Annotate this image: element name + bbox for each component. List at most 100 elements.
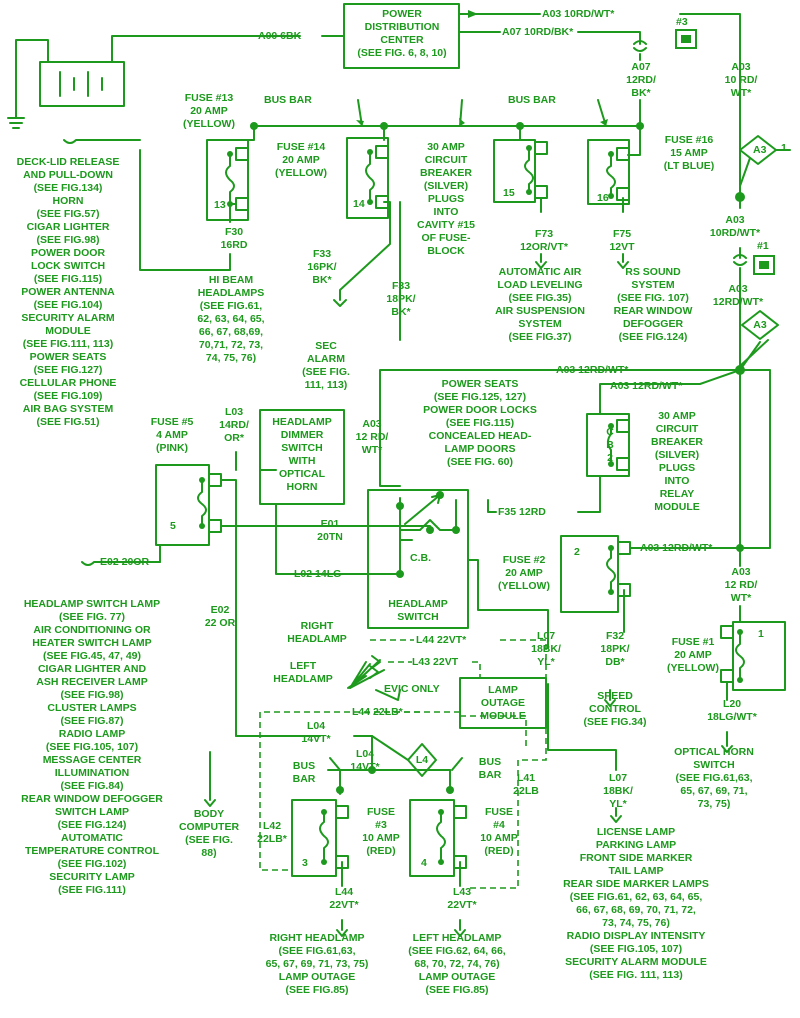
cb2-housing	[586, 413, 630, 477]
license-lamp-list: LICENSE LAMP PARKING LAMP FRONT SIDE MAR…	[563, 826, 709, 981]
a3-diamond-2	[741, 310, 779, 340]
fuse4-label: FUSE #4 10 AMP (RED)	[480, 806, 518, 857]
sec-alarm: SEC ALARM (SEE FIG. 111, 113)	[302, 340, 350, 391]
wire-l20: L20 18LG/WT*	[707, 698, 757, 723]
wire-l44-lb: L44 22LB*	[352, 706, 403, 718]
fuse2-label: FUSE #2 20 AMP (YELLOW)	[498, 554, 550, 592]
rs-sound-system: RS SOUND SYSTEM (SEE FIG. 107) REAR WIND…	[613, 266, 693, 343]
wire-f35: F35 12RD	[498, 506, 546, 518]
optical-horn-switch: OPTICAL HORN SWITCH (SEE FIG.61,63, 65, …	[674, 746, 754, 810]
fuse14-label: FUSE #14 20 AMP (YELLOW)	[275, 141, 327, 179]
bottom-left-circuit-list: HEADLAMP SWITCH LAMP (SEE FIG. 77) AIR C…	[21, 598, 163, 896]
body-computer: BODY COMPUTER (SEE FIG. 88)	[178, 808, 240, 859]
hi-beam-headlamps: HI BEAM HEADLAMPS (SEE FIG.61, 62, 63, 6…	[197, 274, 265, 364]
connector-3-body	[675, 29, 697, 49]
fuse14-number: 14	[353, 198, 365, 210]
fuse16-label: FUSE #16 15 AMP (LT BLUE)	[663, 134, 715, 172]
wire-f32: F32 18PK/ DB*	[600, 630, 630, 668]
bus-bar-label-2: BUS BAR	[508, 94, 556, 106]
bus-bar-label-1: BUS BAR	[264, 94, 312, 106]
wire-l04-a: L04 14VT*	[301, 720, 331, 745]
cb-relay-label: 30 AMP CIRCUIT BREAKER (SILVER) PLUGS IN…	[651, 410, 703, 513]
left-headlamp-bottom: LEFT HEADLAMP (SEE FIG.62, 64, 66, 68, 7…	[408, 932, 506, 996]
fuse4-housing	[409, 799, 455, 877]
fuse4-number: 4	[421, 857, 427, 869]
wire-l03: L03 14RD/ OR*	[219, 406, 249, 444]
fuse3-label: FUSE #3 10 AMP (RED)	[362, 806, 400, 857]
fuse16-number: 16	[597, 192, 609, 204]
fuse15-number: 15	[503, 187, 515, 199]
connector-1: #1	[757, 240, 769, 252]
wire-f73: F73 12OR/VT*	[520, 228, 568, 253]
left-headlamp-top: LEFT HEADLAMP	[273, 660, 333, 685]
a3-diamond-label-2: A3	[753, 319, 767, 331]
wire-a07-top: A07 10RD/BK*	[502, 26, 574, 38]
fuse2-housing	[560, 535, 619, 613]
a3-pin-1: 1	[781, 142, 787, 154]
right-headlamp-bottom: RIGHT HEADLAMP (SEE FIG.61,63, 65, 67, 6…	[265, 932, 369, 996]
wire-f33-a: F33 16PK/ BK*	[307, 248, 337, 286]
fuse3-housing	[291, 799, 337, 877]
wire-f33-b: F33 18PK/ BK*	[386, 280, 416, 318]
bus-bar-label-4: BUS BAR	[478, 756, 502, 781]
connector-1-body	[753, 255, 775, 275]
fuse13-number: 13	[214, 199, 226, 211]
wire-l04-b: L04 14VT*	[350, 748, 380, 773]
wire-a03-cb: A03 12RD/WT*	[610, 380, 683, 392]
wire-f75: F75 12VT	[609, 228, 635, 253]
wire-a07-right: A07 12RD/ BK*	[626, 61, 656, 99]
wire-e02-22: E02 22 OR	[204, 604, 236, 629]
wire-a00: A00 6BK	[258, 30, 302, 42]
fuse5-label: FUSE #5 4 AMP (PINK)	[150, 416, 194, 454]
dimmer-switch-label: HEADLAMP DIMMER SWITCH WITH OPTICAL HORN	[272, 416, 332, 493]
dimmer-box	[259, 409, 345, 505]
fuse3-number: 3	[302, 857, 308, 869]
wire-l43-bot: L43 22VT*	[447, 886, 477, 911]
lamp-outage-box	[459, 677, 547, 729]
wire-l07-b: L07 18BK/ YL*	[603, 772, 633, 810]
wire-l44-top: L44 22VT*	[416, 634, 467, 646]
wire-l02: L02 14LG	[294, 568, 342, 580]
fuse5-number: 5	[170, 520, 176, 532]
fuse1-label: FUSE #1 20 AMP (YELLOW)	[667, 636, 719, 674]
connector-3: #3	[676, 16, 688, 28]
fuse13-label: FUSE #13 20 AMP (YELLOW)	[183, 92, 235, 130]
cb2-label: C B 2	[606, 426, 614, 464]
cb30-label: 30 AMP CIRCUIT BREAKER (SILVER) PLUGS IN…	[417, 141, 475, 257]
headlamp-switch-label: HEADLAMP SWITCH	[388, 598, 448, 623]
fuse16-housing	[587, 139, 630, 205]
fuse13-housing	[206, 139, 249, 221]
wire-a03-switch: A03 12 RD/ WT*	[355, 418, 389, 456]
wire-a03-pwr: A03 12RD/WT*	[556, 364, 629, 376]
wire-a03-12: A03 12RD/WT*	[712, 283, 764, 308]
battery-symbol	[39, 61, 125, 107]
wire-e02-20: E02 20OR	[100, 556, 150, 568]
wire-l41: L41 22LB	[513, 772, 539, 797]
fuse15-housing	[493, 139, 536, 203]
wire-l07-a: L07 18BK/ YL*	[531, 630, 561, 668]
wire-a03-mid: A03 10RD/WT*	[709, 214, 761, 239]
lamp-outage-module: LAMP OUTAGE MODULE	[480, 684, 526, 722]
wire-a03-fuse2: A03 12RD/WT*	[640, 542, 713, 554]
wire-l42: L42 22LB*	[257, 820, 287, 845]
right-headlamp-top: RIGHT HEADLAMP	[287, 620, 347, 645]
wire-f30: F30 16RD	[220, 226, 248, 251]
left-circuit-list: DECK-LID RELEASE AND PULL-DOWN (SEE FIG.…	[16, 156, 120, 428]
fuse1-number: 1	[758, 628, 764, 640]
wire-a03-right: A03 10 RD/ WT*	[724, 61, 758, 99]
fuse1-housing	[732, 621, 786, 691]
pdc-label: POWER DISTRIBUTION CENTER (SEE FIG. 6, 8…	[357, 8, 447, 59]
wire-e01: E01 20TN	[317, 518, 343, 543]
fuse2-number: 2	[574, 546, 580, 558]
cb-switch-label: C.B.	[410, 552, 431, 564]
auto-air-load: AUTOMATIC AIR LOAD LEVELING (SEE FIG.35)…	[495, 266, 585, 343]
a3-diamond-label-1: A3	[753, 144, 767, 156]
fuse5-housing	[155, 464, 210, 546]
l4-diamond-label: L4	[415, 754, 429, 766]
speed-control: SPEED CONTROL (SEE FIG.34)	[583, 690, 647, 728]
wire-a03-top: A03 10RD/WT*	[542, 8, 615, 20]
bus-bar-label-3: BUS BAR	[292, 760, 316, 785]
evic-only: EVIC ONLY	[384, 683, 440, 695]
